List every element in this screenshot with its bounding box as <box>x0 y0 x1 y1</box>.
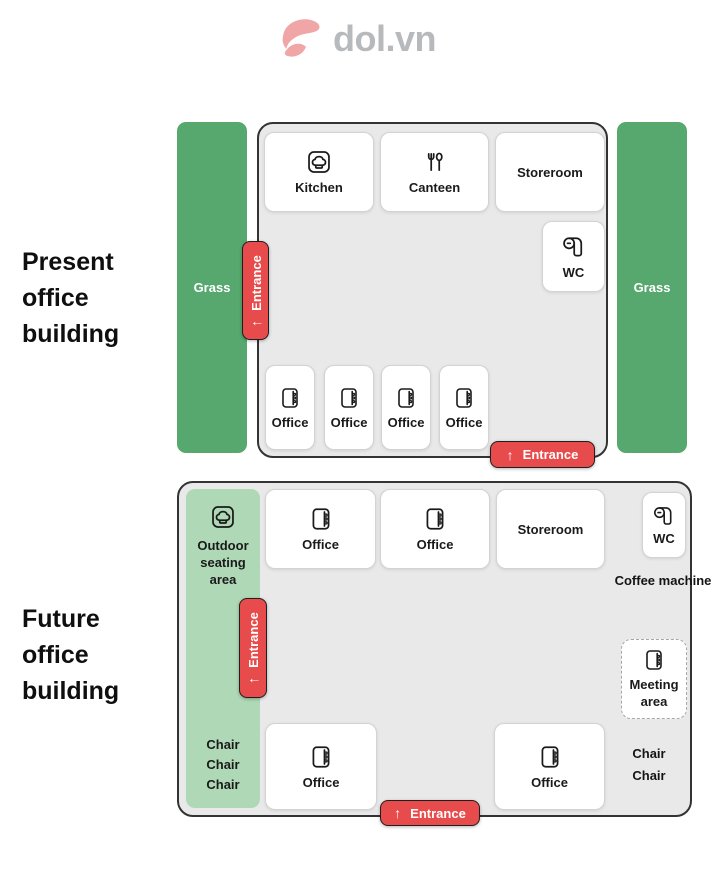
room-label: Kitchen <box>295 180 343 195</box>
entrance-label: Entrance <box>248 254 264 311</box>
up-arrow-icon: ↑ <box>506 446 514 463</box>
room-label: Office <box>531 774 568 790</box>
toilet-paper-icon <box>561 234 587 260</box>
header: dol.vn <box>0 14 712 64</box>
future-bottom-entrance: ↑ Entrance <box>380 800 480 826</box>
up-arrow-icon: ↑ <box>247 319 264 327</box>
door-icon <box>452 386 476 410</box>
room-storeroom: Storeroom <box>495 132 605 212</box>
entrance-label: Entrance <box>522 447 579 462</box>
room-label: Office <box>271 414 309 430</box>
outdoor-seating-label: Outdoor seating area <box>197 538 249 587</box>
dol-logo-icon <box>276 14 326 64</box>
chair-label: Chair <box>206 777 240 792</box>
door-icon <box>642 648 666 672</box>
present-side-entrance: ↑ Entrance <box>242 241 269 340</box>
entrance-label: Entrance <box>410 805 466 821</box>
room-office-bottom-2: Office <box>494 723 605 810</box>
room-label: Office <box>387 414 425 430</box>
room-label: Storeroom <box>517 164 583 180</box>
room-office-1: Office <box>265 365 315 450</box>
chair-label: Chair <box>632 746 666 761</box>
room-office-bottom-1: Office <box>265 723 377 810</box>
chef-hat-icon <box>306 149 332 175</box>
room-label: Canteen <box>408 180 461 195</box>
room-label: WC <box>562 264 585 280</box>
room-label: WC <box>653 531 675 546</box>
grass-label: Grass <box>633 280 671 295</box>
chair-label: Chair <box>206 757 240 772</box>
room-label: Office <box>445 414 483 430</box>
room-office-top-2: Office <box>380 489 490 569</box>
room-kitchen: Kitchen <box>264 132 374 212</box>
chair-label: Chair <box>206 737 240 752</box>
door-icon <box>308 744 334 770</box>
present-grass-left: Grass <box>177 122 247 453</box>
door-icon <box>394 386 418 410</box>
present-grass-right: Grass <box>617 122 687 453</box>
room-label: Office <box>302 537 339 552</box>
present-bottom-entrance: ↑ Entrance <box>490 441 595 468</box>
room-label: Office <box>302 774 340 790</box>
chair-label: Chair <box>632 768 666 783</box>
room-office-4: Office <box>439 365 489 450</box>
chairs-right: Chair Chair <box>609 744 689 786</box>
door-icon <box>537 744 563 770</box>
room-label: Office <box>330 414 368 430</box>
room-storeroom-future: Storeroom <box>496 489 605 569</box>
floor-plan-present: Kitchen Canteen Storeroom WC <box>257 122 608 458</box>
room-label: Meeting area <box>629 677 679 709</box>
entrance-label: Entrance <box>245 612 261 668</box>
future-side-entrance: ↑ Entrance <box>239 598 267 698</box>
grass-label: Grass <box>193 280 231 295</box>
room-office-2: Office <box>324 365 374 450</box>
room-office-3: Office <box>381 365 431 450</box>
room-canteen: Canteen <box>380 132 489 212</box>
room-label: Storeroom <box>517 521 584 537</box>
present-section-title: Present office building <box>22 248 120 348</box>
room-label: Office <box>416 537 454 552</box>
future-section-title: Future office building <box>22 605 120 705</box>
meeting-area: Meeting area <box>621 639 687 719</box>
door-icon <box>278 386 302 410</box>
toilet-paper-icon <box>652 504 676 528</box>
chef-hat-icon <box>210 504 236 530</box>
logo-text: dol.vn <box>333 18 437 59</box>
door-icon <box>308 506 334 532</box>
door-icon <box>337 386 361 410</box>
door-icon <box>422 506 448 532</box>
room-wc: WC <box>542 221 605 292</box>
room-wc-future: WC <box>642 492 686 558</box>
room-office-top-1: Office <box>265 489 376 569</box>
up-arrow-icon: ↑ <box>394 805 402 821</box>
up-arrow-icon: ↑ <box>245 676 262 684</box>
coffee-machine-label: Coffee machine <box>614 573 712 588</box>
fork-spoon-icon <box>422 149 448 175</box>
